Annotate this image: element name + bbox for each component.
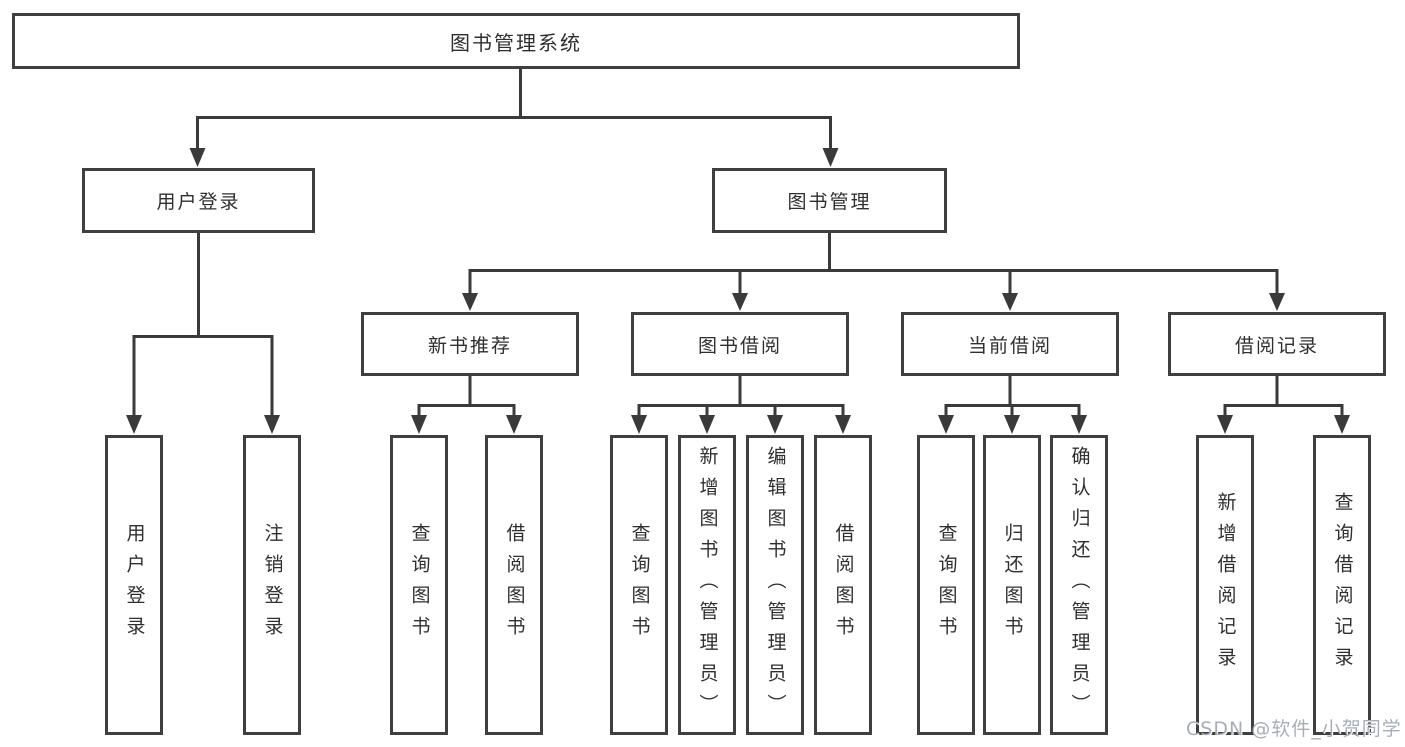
- leaf-add-book-admin: 新增图书（管理员）: [678, 435, 736, 735]
- arrow-down-icon: [189, 148, 206, 167]
- arrow-down-icon: [462, 293, 478, 311]
- leaf-label: 新增借阅记录: [1214, 492, 1237, 678]
- arrow-down-icon: [1269, 293, 1285, 311]
- leaf-query-book-2: 查询图书: [610, 435, 668, 735]
- leaf-label: 新增图书（管理员）: [696, 445, 719, 725]
- node-root-label: 图书管理系统: [450, 30, 582, 55]
- leaf-label: 确认归还（管理员）: [1068, 445, 1091, 725]
- leaf-label: 用户登录: [123, 523, 146, 647]
- leaf-return-book: 归还图书: [983, 435, 1041, 735]
- leaf-label: 查询图书: [408, 523, 431, 647]
- node-book-management: 图书管理: [712, 168, 947, 233]
- arrow-down-icon: [631, 415, 647, 434]
- node-current-borrow: 当前借阅: [901, 312, 1119, 376]
- leaf-borrow-book-2: 借阅图书: [814, 435, 872, 735]
- arrow-down-icon: [822, 148, 839, 167]
- node-borrow-records: 借阅记录: [1168, 312, 1386, 376]
- csdn-watermark: CSDN @软件_小贺同学: [1186, 718, 1402, 740]
- node-book-borrow: 图书借阅: [631, 312, 849, 376]
- leaf-logout: 注销登录: [243, 435, 301, 735]
- leaf-user-login: 用户登录: [105, 435, 163, 735]
- arrow-down-icon: [938, 415, 954, 434]
- leaf-label: 借阅图书: [832, 523, 855, 647]
- leaf-query-book-1: 查询图书: [390, 435, 448, 735]
- node-label: 新书推荐: [427, 334, 512, 357]
- node-label: 当前借阅: [967, 334, 1052, 357]
- arrow-down-icon: [506, 415, 522, 434]
- arrow-down-icon: [835, 415, 851, 434]
- node-label: 图书管理: [787, 191, 872, 213]
- arrow-down-icon: [732, 293, 748, 311]
- leaf-confirm-return-admin: 确认归还（管理员）: [1050, 435, 1108, 735]
- node-root: 图书管理系统: [12, 13, 1020, 69]
- leaf-label: 注销登录: [261, 523, 284, 647]
- arrow-down-icon: [1217, 415, 1233, 434]
- leaf-label: 查询借阅记录: [1331, 492, 1354, 678]
- arrow-down-icon: [1334, 415, 1350, 434]
- node-label: 借阅记录: [1234, 334, 1319, 357]
- node-new-book-recommend: 新书推荐: [361, 312, 579, 376]
- leaf-query-book-3: 查询图书: [917, 435, 975, 735]
- leaf-label: 借阅图书: [503, 523, 526, 647]
- leaf-borrow-book-1: 借阅图书: [485, 435, 543, 735]
- arrow-down-icon: [126, 415, 142, 434]
- leaf-label: 查询图书: [935, 523, 958, 647]
- arrow-down-icon: [411, 415, 427, 434]
- leaf-query-borrow-record: 查询借阅记录: [1313, 435, 1371, 735]
- leaf-label: 查询图书: [628, 523, 651, 647]
- node-label: 图书借阅: [697, 334, 782, 357]
- arrow-down-icon: [767, 415, 783, 434]
- leaf-label: 归还图书: [1001, 523, 1024, 647]
- arrow-down-icon: [264, 415, 280, 434]
- leaf-add-borrow-record: 新增借阅记录: [1196, 435, 1254, 735]
- arrow-down-icon: [1002, 293, 1018, 311]
- node-user-login: 用户登录: [82, 168, 315, 233]
- arrow-down-icon: [699, 415, 715, 434]
- leaf-edit-book-admin: 编辑图书（管理员）: [746, 435, 804, 735]
- arrow-down-icon: [1071, 415, 1087, 434]
- arrow-down-icon: [1004, 415, 1020, 434]
- leaf-label: 编辑图书（管理员）: [764, 445, 787, 725]
- node-label: 用户登录: [156, 191, 241, 213]
